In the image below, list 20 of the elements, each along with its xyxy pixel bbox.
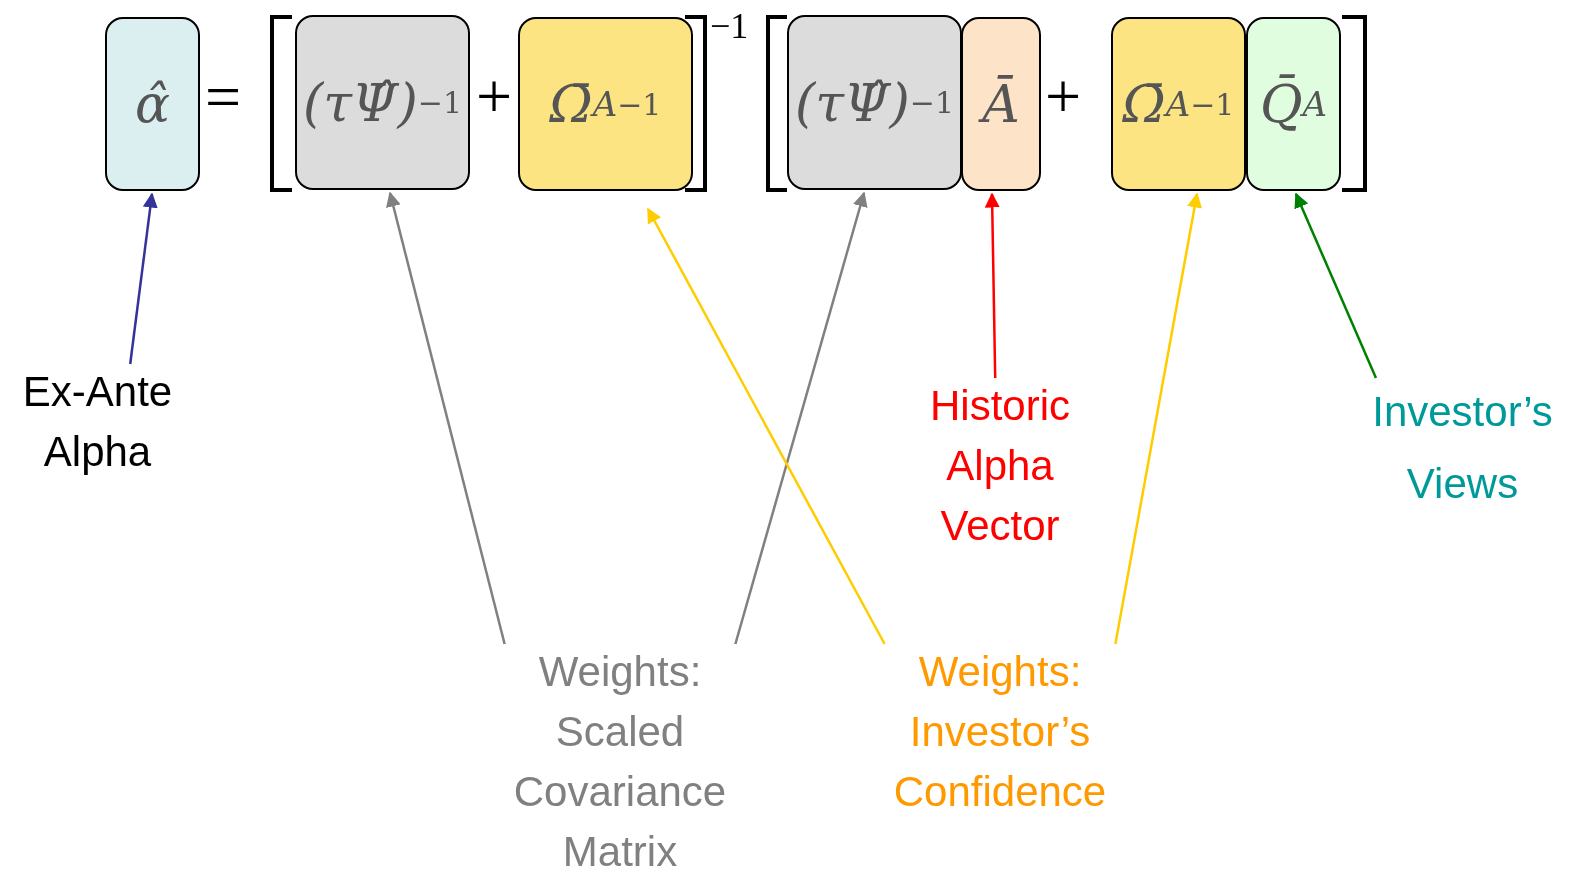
arrow xyxy=(1294,192,1378,379)
callout-label: Weights: Investor’s Confidence xyxy=(850,642,1150,822)
arrow xyxy=(734,191,868,645)
callout-label: Weights: Scaled Covariance Matrix xyxy=(470,642,770,878)
formula-term-box: (τΨ̂)$^{−1}$ xyxy=(295,15,470,190)
formula-term-box: (τΨ̂)$^{−1}$ xyxy=(787,15,962,190)
arrow xyxy=(1114,192,1202,645)
math-sign: + xyxy=(476,60,513,134)
arrow xyxy=(984,192,1000,379)
arrow xyxy=(386,191,506,645)
callout-label: Historic Alpha Vector xyxy=(890,376,1110,556)
formula-term-box: α̂ xyxy=(105,17,200,191)
callout-label: Investor’s Views xyxy=(1350,376,1575,520)
math-sign: = xyxy=(205,60,242,134)
arrow xyxy=(128,192,158,365)
callout-label: Ex-Ante Alpha xyxy=(0,362,195,482)
math-sign: −1 xyxy=(710,5,749,47)
arrow xyxy=(646,207,886,645)
math-sign: + xyxy=(1045,60,1082,134)
formula-term-box: Ā xyxy=(961,17,1041,191)
